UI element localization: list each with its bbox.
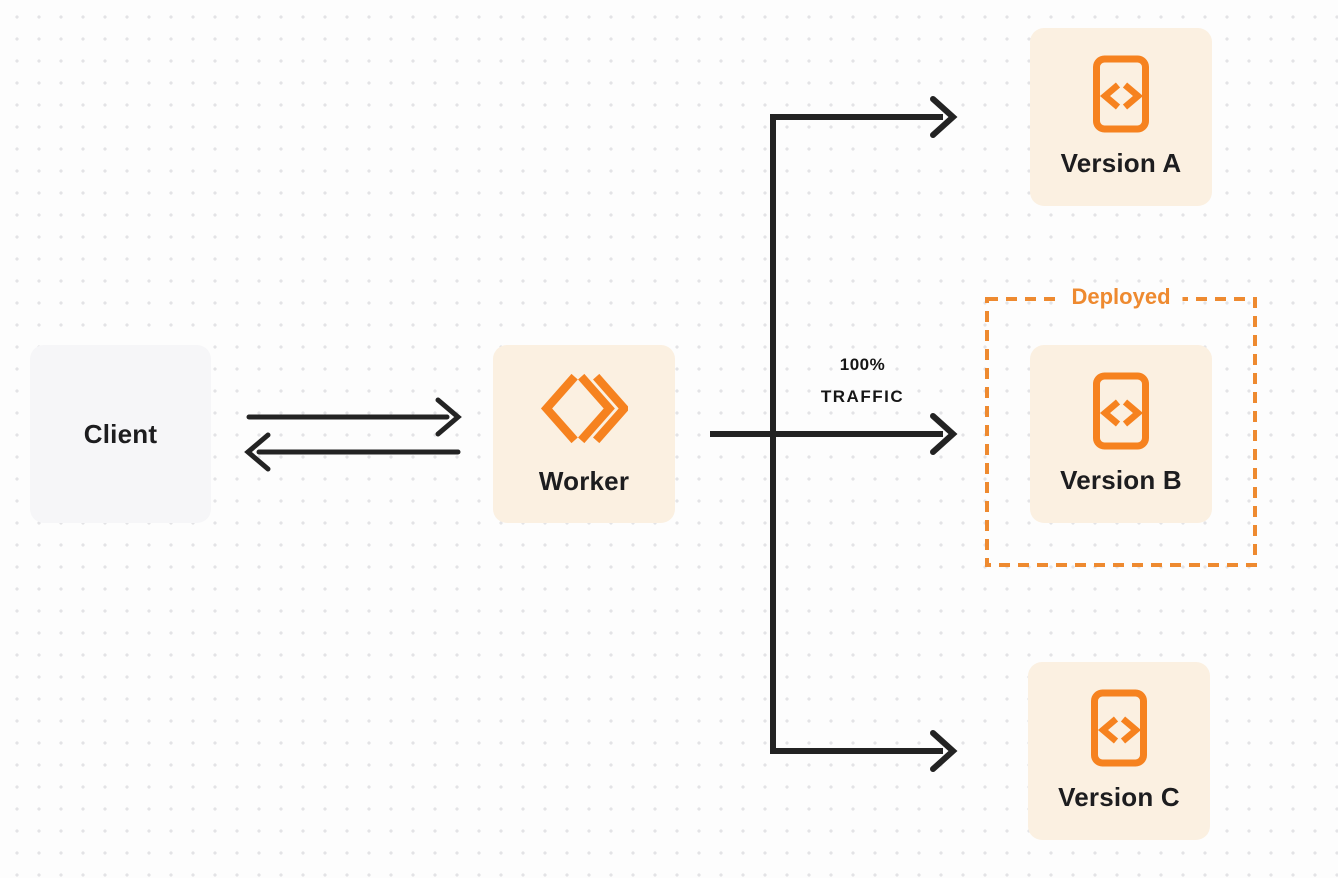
arrowhead-version-c — [930, 730, 958, 772]
client-label: Client — [83, 418, 158, 449]
node-worker: Worker — [493, 345, 675, 523]
traffic-percent: 100% — [839, 355, 886, 374]
node-version-a: Version A — [1030, 28, 1212, 206]
arrowhead-worker-to-client — [244, 432, 271, 472]
traffic-word: TRAFFIC — [820, 387, 905, 406]
version-a-label: Version A — [1060, 148, 1182, 178]
code-document-icon — [1092, 372, 1150, 455]
deployed-group: Deployed — [985, 284, 1257, 567]
branch-trunk — [770, 114, 943, 754]
node-client: Client — [30, 345, 211, 523]
version-c-label: Version C — [1058, 782, 1180, 812]
node-version-b: Version B — [1030, 345, 1212, 523]
deployed-label: Deployed — [1059, 284, 1183, 310]
arrowhead-version-b — [930, 413, 958, 455]
arrowhead-client-to-worker — [435, 397, 462, 437]
traffic-label: 100% TRAFFIC — [790, 350, 935, 414]
worker-label: Worker — [538, 465, 630, 496]
node-version-c: Version C — [1028, 662, 1210, 840]
code-document-icon — [1090, 689, 1148, 772]
arrowhead-version-a — [930, 96, 958, 138]
version-b-label: Version B — [1060, 465, 1182, 495]
code-document-icon — [1092, 55, 1150, 138]
worker-icon — [540, 372, 630, 450]
